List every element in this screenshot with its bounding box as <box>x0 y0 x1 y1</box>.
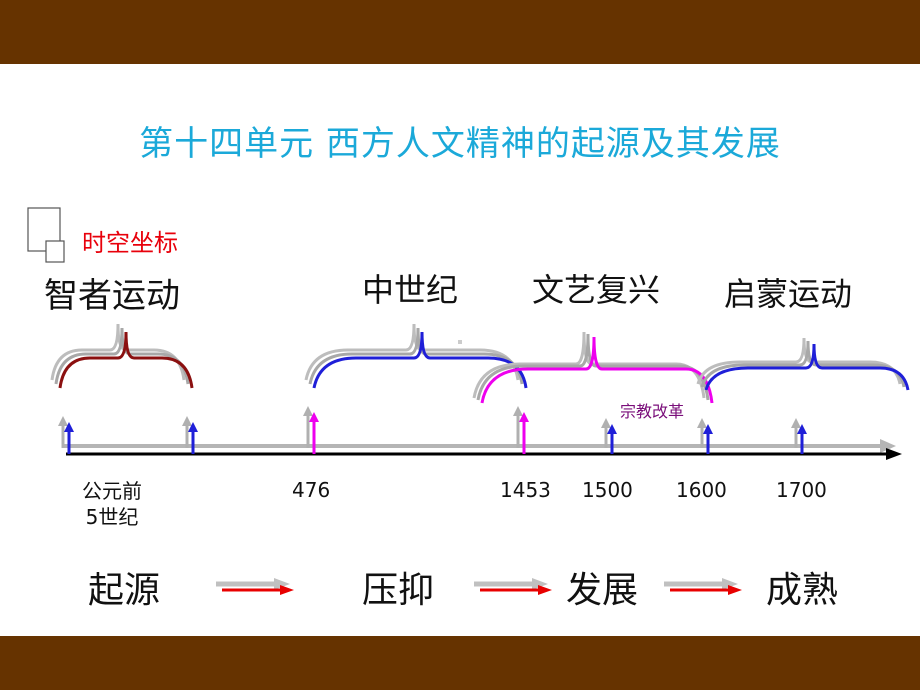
year-label-476: 476 <box>292 478 331 502</box>
stage-arrow-1 <box>216 578 294 595</box>
reformation-label: 宗教改革 <box>620 402 685 421</box>
year-label-1500: 1500 <box>582 478 633 502</box>
year-label-1600: 1600 <box>676 478 727 502</box>
era-label-sophists: 智者运动 <box>44 276 180 316</box>
brace-renaissance <box>472 331 714 404</box>
tick-476 <box>303 406 319 454</box>
era-label-middle-ages: 中世纪 <box>362 271 459 309</box>
brace-enlightenment <box>696 337 910 391</box>
stage-label-development: 发展 <box>566 570 639 611</box>
era-label-enlightenment: 启蒙运动 <box>724 275 853 313</box>
stage-arrow-3 <box>664 578 742 595</box>
stage-label-origin: 起源 <box>88 570 161 611</box>
page-title: 第十四单元 西方人文精神的起源及其发展 <box>139 124 781 164</box>
tick-1453 <box>513 406 529 454</box>
tick-5th-century-bc <box>58 416 74 454</box>
tick-sophists-end <box>182 416 198 454</box>
tick-1700 <box>791 418 807 454</box>
timeline-axis <box>62 439 902 460</box>
year-label-1453: 1453 <box>500 478 551 502</box>
tick-1600 <box>697 418 713 454</box>
brace-sophists <box>50 323 194 389</box>
brace-middle-ages <box>304 323 528 389</box>
stage-arrow-2 <box>474 578 552 595</box>
bottom-brand-bar <box>0 636 920 690</box>
tick-1500 <box>601 418 617 454</box>
note-icon <box>27 207 65 263</box>
subtitle-spacetime: 时空坐标 <box>82 229 178 257</box>
year-label-5th-century-bc: 公元前 5世纪 <box>82 479 142 529</box>
year-label-1700: 1700 <box>776 478 827 502</box>
top-brand-bar <box>0 0 920 64</box>
stage-label-suppression: 压抑 <box>362 570 435 611</box>
era-label-renaissance: 文艺复兴 <box>532 271 661 309</box>
stage-label-maturity: 成熟 <box>766 570 839 611</box>
